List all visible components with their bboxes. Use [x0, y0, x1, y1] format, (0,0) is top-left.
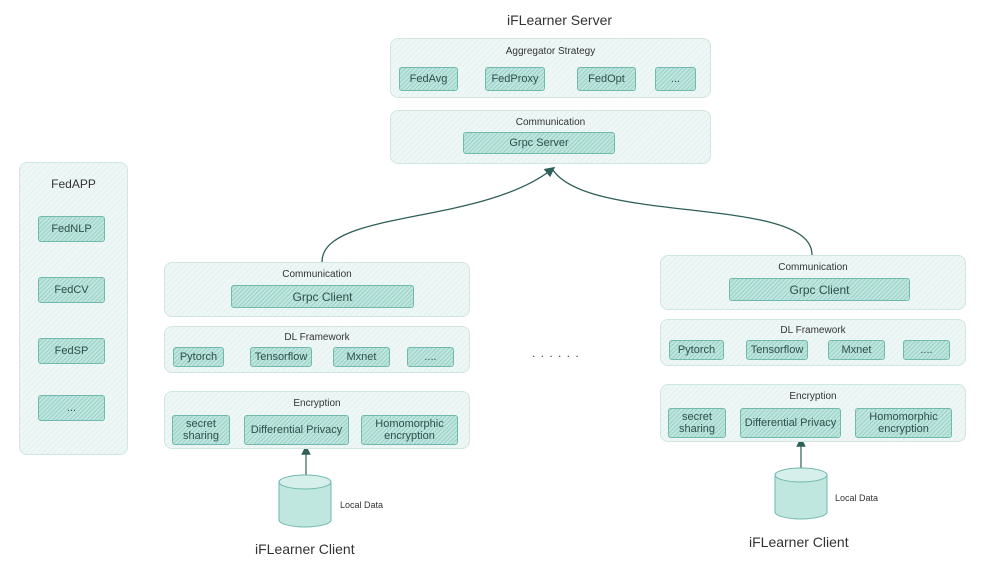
left-client-encryption-title: Encryption [293, 398, 341, 409]
fedsp-chip: FedSP [38, 338, 105, 364]
left-grpc-client-chip: Grpc Client [231, 285, 414, 308]
left-client-communication-title: Communication [282, 269, 352, 280]
fedapp-title: FedAPP [51, 177, 96, 191]
link-left-client-to-server [321, 166, 556, 263]
right-client-title: iFLearner Client [749, 534, 849, 550]
left-local-data-label: Local Data [340, 500, 384, 510]
right-framework-more-chip: .... [903, 340, 950, 360]
left-client-title: iFLearner Client [255, 541, 355, 557]
right-local-data-label: Local Data [835, 493, 879, 503]
server-communication-panel: Communication Grpc Server [390, 110, 711, 164]
fedcv-chip: FedCV [38, 277, 105, 303]
right-grpc-client-chip: Grpc Client [729, 278, 910, 301]
right-client-framework-title: DL Framework [780, 325, 846, 336]
fedapp-panel: FedAPP FedNLP FedCV FedSP ... [19, 162, 128, 455]
grpc-server-chip: Grpc Server [463, 132, 615, 154]
left-secret-sharing-chip: secret sharing [172, 415, 230, 445]
link-right-client-to-server [552, 169, 813, 256]
left-tensorflow-chip: Tensorflow [250, 347, 312, 367]
right-mxnet-chip: Mxnet [828, 340, 885, 360]
right-client-communication-title: Communication [778, 262, 848, 273]
fedavg-chip: FedAvg [399, 67, 458, 91]
fednlp-chip: FedNLP [38, 216, 105, 242]
left-client-communication-panel: Communication Grpc Client [164, 262, 470, 317]
right-client-communication-panel: Communication Grpc Client [660, 255, 966, 310]
fedapp-more-chip: ... [38, 395, 105, 421]
left-client-encryption-panel: Encryption secret sharing Differential P… [164, 391, 470, 449]
right-differential-privacy-chip: Differential Privacy [740, 408, 841, 438]
right-client-encryption-title: Encryption [789, 391, 837, 402]
server-communication-title: Communication [515, 117, 586, 128]
aggregator-more-chip: ... [655, 67, 696, 91]
left-differential-privacy-chip: Differential Privacy [244, 415, 349, 445]
left-mxnet-chip: Mxnet [333, 347, 390, 367]
right-client-encryption-panel: Encryption secret sharing Differential P… [660, 384, 966, 442]
right-client-framework-panel: DL Framework Pytorch Tensorflow Mxnet ..… [660, 319, 966, 366]
left-client-framework-title: DL Framework [284, 332, 350, 343]
left-framework-more-chip: .... [407, 347, 454, 367]
right-pytorch-chip: Pytorch [669, 340, 724, 360]
fedopt-chip: FedOpt [577, 67, 636, 91]
aggregator-strategy-panel: Aggregator Strategy FedAvg FedProxy FedO… [390, 38, 711, 98]
right-secret-sharing-chip: secret sharing [668, 408, 726, 438]
left-homomorphic-encryption-chip: Homomorphic encryption [361, 415, 458, 445]
aggregator-strategy-title: Aggregator Strategy [505, 46, 596, 57]
right-tensorflow-chip: Tensorflow [746, 340, 808, 360]
server-title: iFLearner Server [507, 12, 613, 28]
more-clients-ellipsis: . . . . . . [532, 346, 580, 360]
right-homomorphic-encryption-chip: Homomorphic encryption [855, 408, 952, 438]
fedproxy-chip: FedProxy [485, 67, 545, 91]
left-pytorch-chip: Pytorch [173, 347, 224, 367]
left-client-framework-panel: DL Framework Pytorch Tensorflow Mxnet ..… [164, 326, 470, 373]
